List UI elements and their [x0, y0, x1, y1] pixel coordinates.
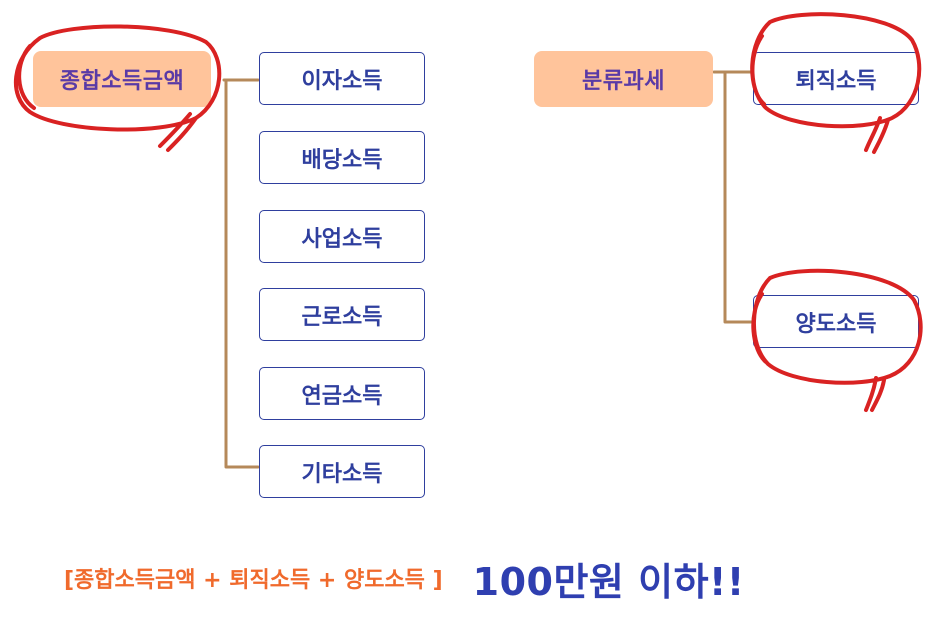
income-box-label: 근로소득	[301, 304, 383, 330]
income-box-label: 이자소득	[301, 68, 383, 94]
income-box-retirement: 퇴직소득	[753, 52, 919, 105]
income-box-label: 연금소득	[301, 383, 383, 409]
income-box-label: 퇴직소득	[795, 68, 877, 94]
income-box-label: 배당소득	[301, 147, 383, 173]
summary-footer: [종합소득금액 + 퇴직소득 + 양도소득 ] 100만원 이하!!	[64, 548, 914, 608]
income-sum-formula: [종합소득금액 + 퇴직소득 + 양도소득 ]	[64, 568, 443, 593]
income-limit-text: 100만원 이하!!	[472, 559, 745, 604]
income-box-capital-gains: 양도소득	[753, 295, 919, 348]
income-box-label: 양도소득	[795, 311, 877, 337]
left-bracket-line	[222, 78, 260, 469]
category-pill-label: 종합소득금액	[59, 69, 185, 94]
right-bracket-line	[712, 70, 754, 324]
income-box-business: 사업소득	[259, 210, 425, 263]
category-pill-label: 분류과세	[582, 69, 665, 94]
income-box-pension: 연금소득	[259, 367, 425, 420]
income-box-earned: 근로소득	[259, 288, 425, 341]
income-box-label: 사업소득	[301, 226, 383, 252]
income-box-interest: 이자소득	[259, 52, 425, 105]
income-box-other: 기타소득	[259, 445, 425, 498]
category-pill-comprehensive-income: 종합소득금액	[33, 51, 211, 107]
category-pill-separate-taxation: 분류과세	[534, 51, 713, 107]
income-box-dividend: 배당소득	[259, 131, 425, 184]
income-box-label: 기타소득	[301, 461, 383, 487]
